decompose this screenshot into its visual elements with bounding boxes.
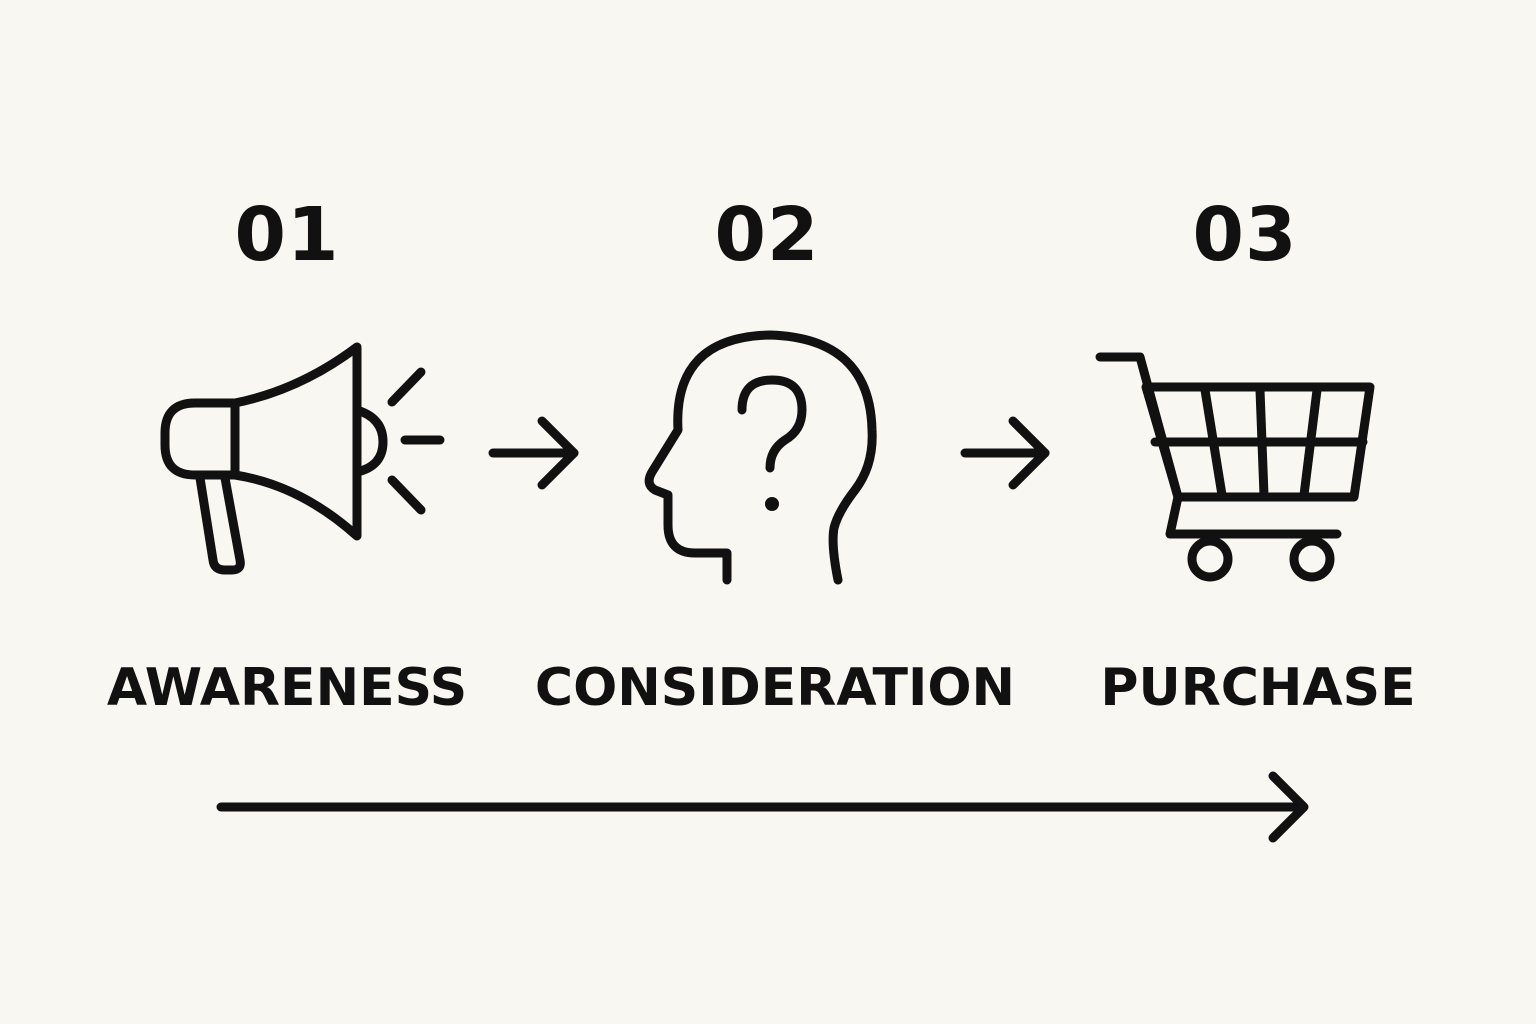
head-question-icon	[644, 330, 877, 585]
step-label-awareness: AWARENESS	[106, 658, 468, 718]
flow-arrow-icon	[216, 771, 1309, 843]
step-number-3: 03	[1192, 192, 1298, 278]
step-label-purchase: PURCHASE	[1100, 658, 1416, 718]
arrow-right-icon	[488, 416, 579, 490]
step-number-1: 01	[234, 192, 340, 278]
step-label-consideration: CONSIDERATION	[534, 658, 1016, 718]
arrow-right-icon	[960, 416, 1050, 490]
megaphone-icon	[160, 342, 445, 575]
step-number-2: 02	[714, 192, 820, 278]
shopping-cart-icon	[1095, 352, 1375, 582]
